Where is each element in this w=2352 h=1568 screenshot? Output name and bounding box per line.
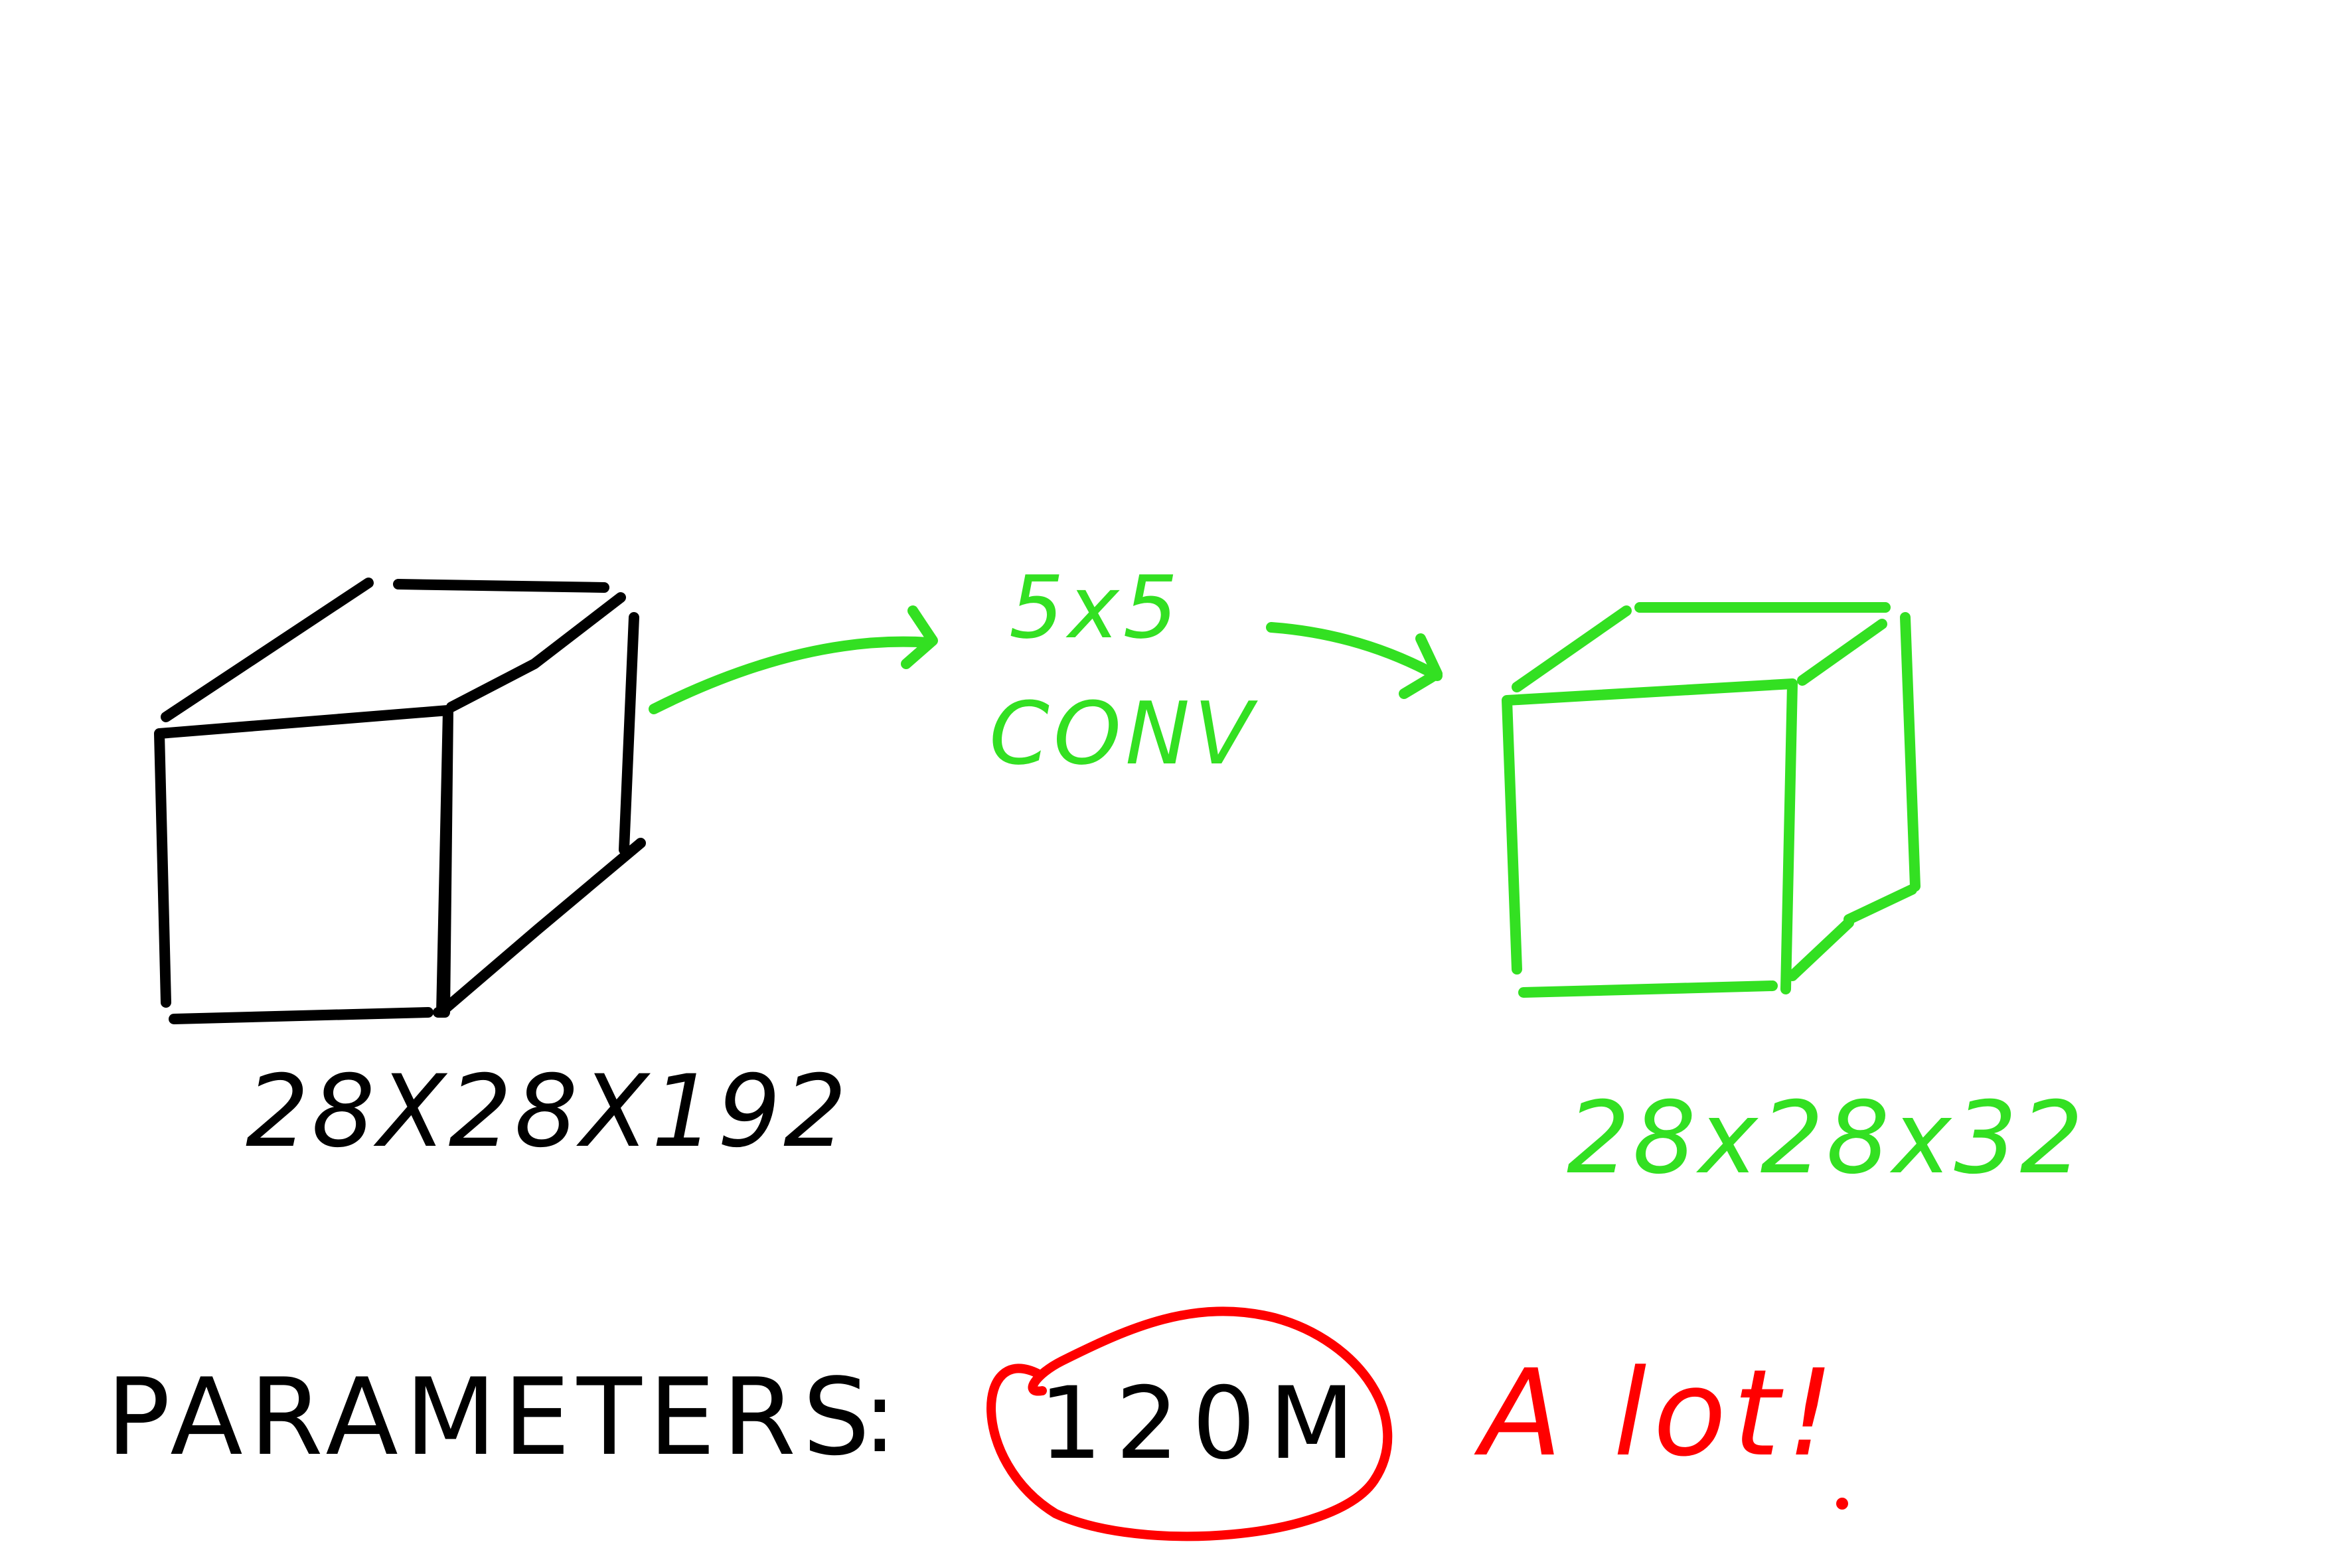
parameters-comment: A lot! xyxy=(1480,1344,1842,1483)
arrow-shaft-2 xyxy=(1266,622,1443,681)
parameters-separator: : xyxy=(863,1360,897,1475)
input-cube-top-edges xyxy=(161,578,626,722)
output-volume-cube xyxy=(1502,602,1921,998)
exclamation-dot xyxy=(1836,1498,1848,1510)
output-dimensions-label: 28x28x32 xyxy=(1567,1081,2086,1196)
conv-to-output-arrow xyxy=(1266,622,1443,699)
input-dimensions-label: 28X28X192 xyxy=(246,1054,850,1170)
parameters-value: 120M xyxy=(1039,1366,1368,1482)
arrow-shaft-1 xyxy=(649,636,935,714)
arrow-head-2 xyxy=(1399,633,1443,699)
input-to-conv-arrow xyxy=(649,605,938,714)
input-cube-front-face xyxy=(154,705,453,1024)
input-cube-right-edges xyxy=(439,612,646,1014)
input-volume-cube xyxy=(154,578,646,1024)
output-cube-right-edges xyxy=(1787,612,1921,981)
conv-kernel-size-label: 5x5 xyxy=(1009,557,1182,658)
arrow-head-1 xyxy=(901,605,938,669)
output-cube-front-face xyxy=(1502,678,1798,998)
highlight-circle xyxy=(986,1306,1393,1541)
output-cube-top-edges xyxy=(1512,602,1891,692)
parameters-label: PARAMETERS xyxy=(106,1355,877,1479)
conv-operation-label: CONV xyxy=(989,683,1257,784)
